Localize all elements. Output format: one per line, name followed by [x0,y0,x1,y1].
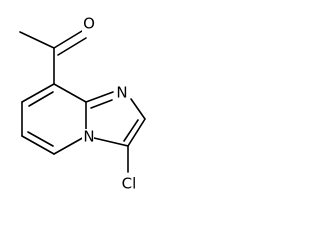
bond-c5-c6 [21,135,55,155]
bond-carbonyl-oxygen-1 [53,30,83,49]
bond-c8a-n1 [85,91,114,103]
bond-c2-c3 [127,118,146,147]
bond-c5-c6-inner [27,131,54,147]
bond-n4-c5 [53,135,87,155]
bridgehead-nitrogen-label: N [83,128,94,146]
bond-c7-c8-inner [28,91,54,107]
bond-carbonyl-oxygen-2 [57,37,87,56]
bond-c2-c3-inner [123,119,139,142]
oxygen-atom-label: O [83,15,95,33]
bond-n1-c2 [130,98,146,120]
bond-c3-n4 [93,137,129,147]
bond-c7-c8 [21,83,55,103]
structure-canvas: O N N Cl [0,0,172,220]
imine-nitrogen-label: N [116,84,127,102]
bond-methyl-carbonyl [19,31,55,49]
molecule-diagram: O N N Cl [19,14,146,193]
bond-c8-c8a [53,83,87,103]
chlorine-atom-label: Cl [122,175,137,193]
bond-c8a-n1-inner [90,99,113,109]
